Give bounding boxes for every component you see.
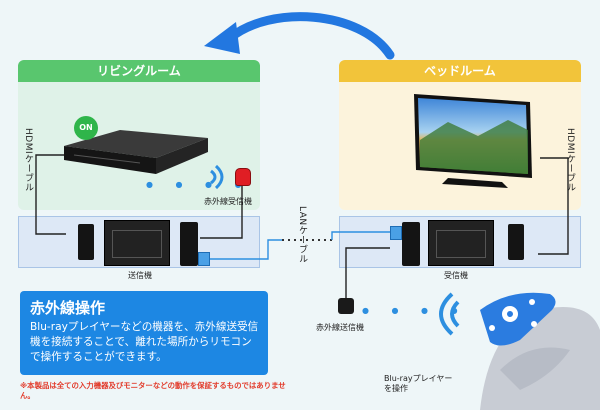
info-body: Blu-rayプレイヤーなどの機器を、赤外線送受信機を接続することで、離れた場所…: [30, 321, 259, 363]
disclaimer-note: ※本製品は全ての入力機器及びモニターなどの動作を保証するものではありません。: [20, 381, 286, 400]
bluray-player: [64, 130, 208, 174]
transmitter-device: [104, 220, 170, 266]
ir-wave-icon: [210, 164, 224, 190]
receiver-label: 受信機: [444, 271, 468, 280]
lan-connector-left: [198, 252, 210, 266]
hdmi-cable-label-right: HDMIケーブル: [565, 128, 575, 193]
ir-receiver-device: [235, 168, 251, 186]
ir-transmitter-device: [338, 298, 354, 314]
ir-signal-dots-receiver: ● ● ● ●: [146, 180, 252, 189]
remote-caption: Blu-rayプレイヤー を操作: [384, 374, 453, 393]
television: [414, 94, 532, 188]
ir-operation-panel: 赤外線操作 Blu-rayプレイヤーなどの機器を、赤外線送受信機を接続することで…: [20, 291, 268, 375]
remote-control-hand: [480, 292, 600, 410]
ir-transmitter-label: 赤外線送信機: [316, 323, 364, 332]
remote-ir-wave-icon: [439, 292, 460, 336]
transmitter-screen: [112, 230, 162, 258]
receiver-screen: [436, 230, 486, 258]
receiver-ports: [402, 222, 420, 266]
receiver-device: [428, 220, 494, 266]
lan-connector-right: [390, 226, 402, 240]
on-badge: ON: [74, 116, 98, 140]
ir-receiver-label: 赤外線受信機: [204, 197, 252, 206]
transmitter-ports: [180, 222, 198, 266]
info-title: 赤外線操作: [30, 299, 106, 317]
transfer-arrow-icon: [204, 12, 395, 60]
transmitter-label: 送信機: [128, 271, 152, 280]
hdmi-port-left: [78, 224, 94, 260]
hdmi-cable-label-left: HDMIケーブル: [23, 128, 33, 193]
hdmi-port-right: [508, 224, 524, 260]
bed-room-label: ベッドルーム: [339, 60, 581, 82]
ir-signal-dots-remote: ● ● ● ●: [362, 306, 468, 315]
lan-cable-label: LANケーブル: [297, 206, 307, 264]
living-room-label: リビングルーム: [18, 60, 260, 82]
